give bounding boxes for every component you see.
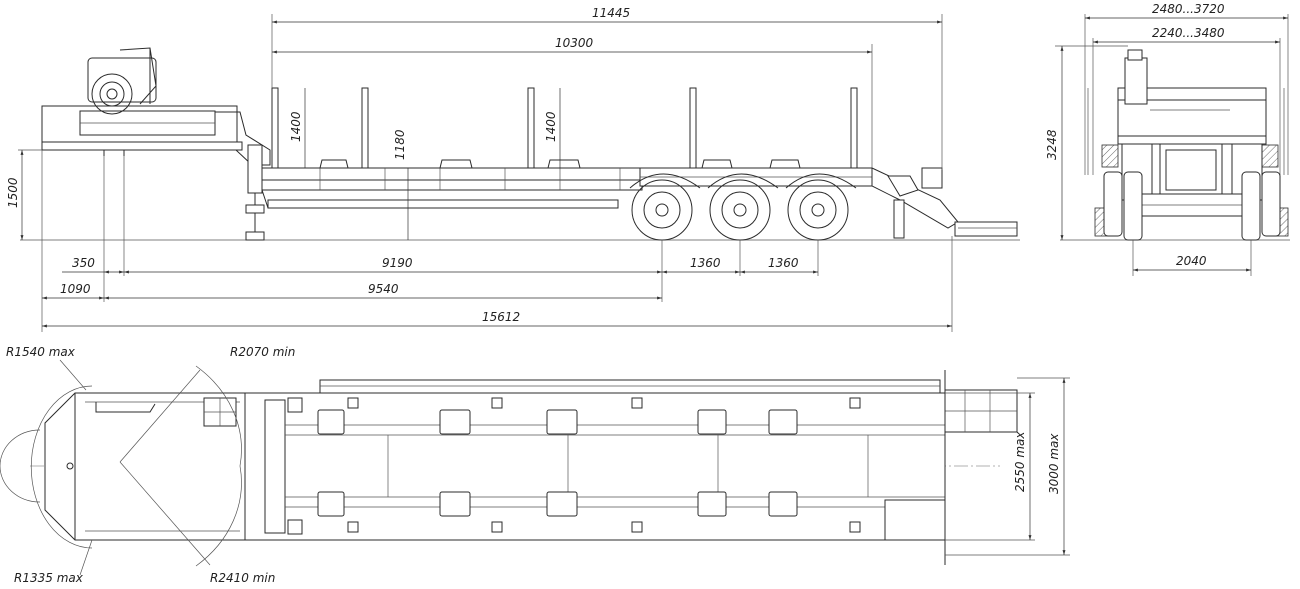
dim-rear-height: 3248 [1045, 129, 1059, 160]
dim-width-3000: 3000 max [1047, 433, 1061, 494]
dim-overall-top: 11445 [592, 6, 630, 20]
dim-1090: 1090 [60, 282, 91, 296]
top-view: R1540 max R2070 min R1335 max R2410 min [0, 345, 1070, 585]
dim-9540: 9540 [368, 282, 399, 296]
dim-track: 2040 [1176, 254, 1207, 268]
dim-width-2550: 2550 max [1013, 431, 1027, 492]
dim-9190: 9190 [382, 256, 413, 270]
radius-outer-min: R2410 min [210, 571, 275, 585]
dim-stake-left: 1400 [289, 111, 303, 142]
dim-gooseneck-height: 1500 [6, 177, 20, 208]
dim-axle-1: 1360 [690, 256, 721, 270]
radius-turn-min: R2070 min [230, 345, 295, 359]
dim-350: 350 [72, 256, 95, 270]
radius-front-max: R1540 max [6, 345, 76, 359]
radius-rear-max: R1335 max [14, 571, 84, 585]
main-frame [261, 159, 873, 209]
side-view: 1500 1400 1180 1400 11445 10300 350 9190 [6, 6, 1020, 332]
stakes [271, 87, 858, 169]
dim-platform: 10300 [555, 36, 594, 50]
dim-width-outer: 2480...3720 [1152, 2, 1225, 16]
gooseneck [41, 47, 271, 166]
dim-total-length: 15612 [482, 310, 520, 324]
rear-ramps [871, 167, 1018, 239]
dim-stake-mid: 1400 [544, 111, 558, 142]
rear-view: 2480...3720 2240...3480 3248 [1045, 2, 1290, 276]
dim-axle-2: 1360 [768, 256, 799, 270]
dim-deck-height: 1180 [393, 129, 407, 160]
dim-width-inner: 2240...3480 [1152, 26, 1225, 40]
landing-gear [245, 144, 265, 241]
